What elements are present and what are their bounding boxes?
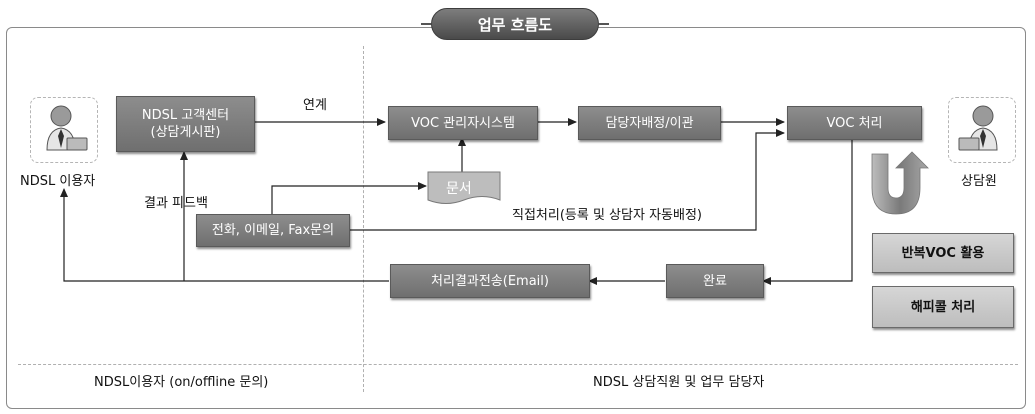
arrow-to-user — [60, 188, 389, 282]
happy-call-box: 해피콜 처리 — [872, 286, 1014, 328]
user-label: NDSL 이용자 — [20, 174, 96, 189]
lane-divider — [363, 46, 364, 392]
page-title: 업무 흐름도 — [431, 8, 599, 40]
title-right-rule — [599, 23, 609, 25]
voc-process-box: VOC 처리 — [787, 106, 922, 140]
phone-email-fax-box: 전화, 이메일, Fax문의 — [196, 214, 350, 247]
ndsl-center-box: NDSL 고객센터 (상담게시판) — [116, 96, 255, 152]
lane-footer-divider — [18, 364, 1018, 365]
agent-label: 상담원 — [961, 174, 997, 189]
lane-left-label: NDSL이용자 (on/offline 문의) — [94, 375, 269, 390]
lane-right-label: NDSL 상담직원 및 업무 담당자 — [593, 375, 765, 390]
repeat-voc-box: 반복VOC 활용 — [872, 233, 1014, 273]
arrow-to-complete — [762, 137, 853, 285]
voc-system-box: VOC 관리자시스템 — [388, 106, 538, 140]
assign-box: 담당자배정/이관 — [578, 106, 721, 140]
link-label: 연계 — [303, 98, 327, 113]
arrow-direct-process — [349, 129, 785, 231]
arrow-phone-to-doc — [271, 182, 427, 215]
result-send-box: 처리결과전송(Email) — [390, 264, 590, 298]
title-left-rule — [421, 23, 431, 25]
document-shape — [427, 171, 501, 204]
direct-process-label: 직접처리(등록 및 상담자 자동배정) — [512, 208, 702, 223]
user-avatar-icon — [30, 97, 98, 163]
diagram-frame — [6, 27, 1026, 409]
cycle-arrow-icon — [871, 151, 929, 215]
title-badge: 업무 흐름도 — [421, 8, 609, 40]
ndsl-center-line2: (상담게시판) — [150, 125, 221, 140]
complete-box: 완료 — [666, 264, 764, 298]
ndsl-center-line1: NDSL 고객센터 — [141, 108, 230, 123]
agent-avatar-icon — [948, 97, 1016, 163]
feedback-label: 결과 피드백 — [144, 196, 208, 211]
document-label: 문서 — [446, 181, 472, 197]
